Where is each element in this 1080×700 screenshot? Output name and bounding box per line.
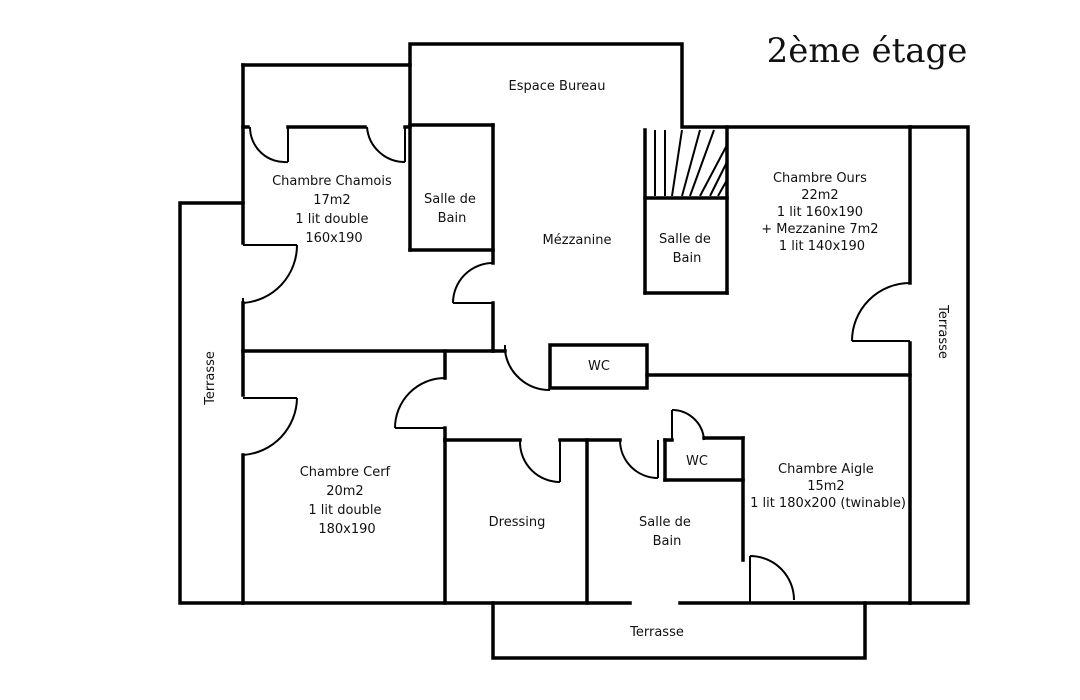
chambre-chamois-label: Chambre Chamois 17m2 1 lit double 160x19… <box>272 174 396 246</box>
chambre-cerf-label: Chambre Cerf 20m2 1 lit double 180x190 <box>300 465 395 537</box>
terrace-right-walls <box>908 125 970 605</box>
floor-title: 2ème étage <box>767 31 968 71</box>
terrasse-right-label: Terrasse <box>935 304 950 359</box>
chambre-ours-label: Chambre Ours 22m2 1 lit 160x190 + Mezzan… <box>761 171 882 254</box>
salle-de-bain-3-label: Salle de Bain <box>639 515 695 549</box>
wc-2-label: WC <box>686 454 708 469</box>
terrace-left-walls <box>178 201 245 605</box>
salle-de-bain-1-label: Salle de Bain <box>424 192 480 226</box>
mezzanine-label: Mézzanine <box>543 233 612 248</box>
building-walls <box>241 42 912 605</box>
wc-1-label: WC <box>588 359 610 374</box>
chambre-aigle-label: Chambre Aigle 15m2 1 lit 180x200 (twinab… <box>750 462 906 511</box>
salle-de-bain-2-label: Salle de Bain <box>659 232 715 266</box>
dressing-label: Dressing <box>489 515 546 530</box>
terrasse-bottom-label: Terrasse <box>629 625 684 640</box>
terrasse-left-label: Terrasse <box>203 351 218 406</box>
terrace-bottom-walls <box>491 601 867 660</box>
doors <box>242 126 911 603</box>
espace-bureau-label: Espace Bureau <box>509 79 606 94</box>
staircase <box>654 129 728 197</box>
